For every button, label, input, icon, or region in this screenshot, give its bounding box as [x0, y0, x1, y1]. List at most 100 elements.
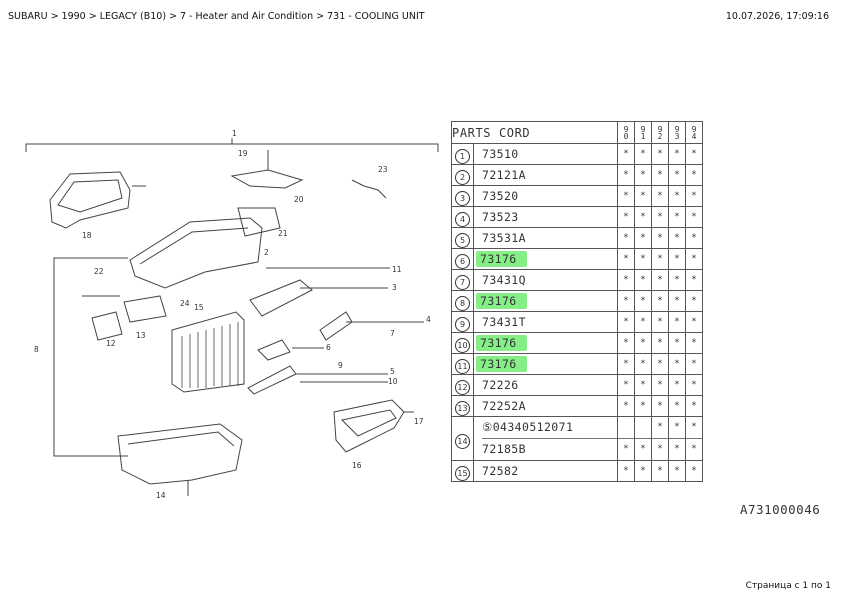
part-frame-17	[333, 399, 405, 453]
part-code[interactable]: ⑤04340512071	[482, 420, 574, 434]
applicability-mark: *	[674, 422, 680, 432]
callout-8: 8	[34, 345, 39, 354]
part-code-cell[interactable]: 73510	[473, 143, 618, 165]
applicability-mark: *	[657, 422, 663, 432]
applicability-mark: *	[651, 395, 669, 417]
index-circle: 9	[455, 317, 470, 332]
part-code-cell[interactable]: 73431T	[473, 311, 618, 333]
part-code-cell[interactable]: 72226	[473, 374, 618, 396]
applicability-mark: *	[685, 227, 703, 249]
part-code[interactable]: 73176	[476, 251, 527, 267]
row-index: 11	[451, 353, 474, 375]
part-code[interactable]: 72582	[482, 464, 519, 478]
part-code-cell[interactable]: 72121A	[473, 164, 618, 186]
applicability-mark: *	[617, 164, 635, 186]
applicability-mark: *	[617, 227, 635, 249]
applicability-mark: *	[617, 353, 635, 375]
row-index: 4	[451, 206, 474, 228]
applicability-mark: *	[617, 206, 635, 228]
applicability-mark: *	[685, 460, 703, 482]
part-code-cell[interactable]: ⑤04340512071 72185B	[473, 416, 618, 461]
applicability-mark: *	[685, 143, 703, 165]
row-index: 15	[451, 460, 474, 482]
applicability-mark: *	[668, 290, 686, 312]
row-index: 5	[451, 227, 474, 249]
part-upper-case	[129, 217, 263, 289]
applicability-mark: *	[652, 438, 668, 460]
applicability-mark: *	[651, 374, 669, 396]
part-code-cell[interactable]: 73523	[473, 206, 618, 228]
applicability-mark: *	[617, 143, 635, 165]
applicability-mark: *	[634, 290, 652, 312]
part-code-cell[interactable]: 73531A	[473, 227, 618, 249]
applicability-mark: *	[685, 395, 703, 417]
parts-table-title: PARTS CORD	[451, 121, 618, 144]
applicability-mark: *	[668, 206, 686, 228]
part-code-cell[interactable]: 73176	[473, 248, 618, 270]
page-info: Страница с 1 по 1	[745, 581, 831, 591]
applicability-mark: *	[651, 248, 669, 270]
part-code-cell[interactable]: 73431Q	[473, 269, 618, 291]
applicability-mark: *	[617, 248, 635, 270]
applicability-mark: *	[651, 185, 669, 207]
part-harness-23	[351, 179, 387, 199]
assembly-bracket-top	[25, 143, 439, 152]
part-code-cell[interactable]: 73520	[473, 185, 618, 207]
applicability-mark: *	[651, 353, 669, 375]
index-circle: 5	[455, 233, 470, 248]
callout-24: 24	[180, 299, 190, 308]
callout-12: 12	[106, 339, 116, 348]
applicability-mark: *	[634, 460, 652, 482]
part-code-cell[interactable]: 72582	[473, 460, 618, 482]
part-code[interactable]: 73523	[482, 210, 519, 224]
part-code[interactable]: 73510	[482, 147, 519, 161]
index-circle: 15	[455, 466, 470, 481]
part-code[interactable]: 73176	[476, 335, 527, 351]
part-code[interactable]: 72252A	[482, 399, 526, 413]
applicability-mark: *	[634, 395, 652, 417]
applicability-mark: *	[668, 248, 686, 270]
part-code-cell[interactable]: 73176	[473, 353, 618, 375]
part-code[interactable]: 73431Q	[482, 273, 526, 287]
applicability-mark: *	[651, 290, 669, 312]
row-index: 12	[451, 374, 474, 396]
part-code[interactable]: 73520	[482, 189, 519, 203]
applicability-mark: *	[634, 227, 652, 249]
part-code-cell[interactable]: 72252A	[473, 395, 618, 417]
part-code[interactable]: 73531A	[482, 231, 526, 245]
part-code[interactable]: 72226	[482, 378, 519, 392]
part-code[interactable]: 73431T	[482, 315, 526, 329]
applicability-mark: *	[686, 438, 702, 460]
index-circle: 2	[455, 170, 470, 185]
callout-10: 10	[388, 377, 398, 386]
applicability-mark: *	[668, 185, 686, 207]
row-index: 13	[451, 395, 474, 417]
part-code-cell[interactable]: 73176	[473, 332, 618, 354]
applicability-mark: *	[651, 311, 669, 333]
applicability-mark: *	[668, 353, 686, 375]
part-code[interactable]: 73176	[476, 356, 527, 372]
applicability-mark: *	[668, 460, 686, 482]
part-code[interactable]: 72121A	[482, 168, 526, 182]
part-code-cell[interactable]: 73176	[473, 290, 618, 312]
part-code[interactable]: 72185B	[482, 438, 617, 460]
part-code[interactable]: 73176	[476, 293, 527, 309]
